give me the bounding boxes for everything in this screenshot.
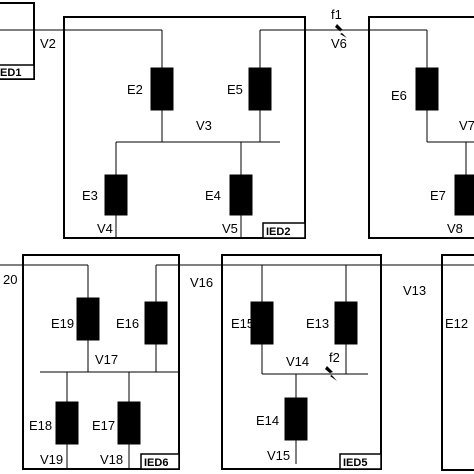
element-e4-block <box>229 174 253 216</box>
ied4-box <box>441 254 474 471</box>
node-v17-label: V17 <box>95 352 118 367</box>
element-e13-block <box>334 301 358 345</box>
ied2-tag-box <box>262 222 306 239</box>
node-v8-label: V8 <box>447 221 463 236</box>
element-e15-block <box>250 301 274 345</box>
node-v14-label: V14 <box>286 354 309 369</box>
node-v3-label: V3 <box>196 118 212 133</box>
element-e5-block <box>248 67 272 111</box>
fault-f2-label: f2 <box>329 350 340 365</box>
fault-f1-icon <box>335 24 347 38</box>
element-e14-label: E14 <box>256 413 279 428</box>
element-e16-label: E16 <box>116 316 139 331</box>
node-v5-label: V5 <box>222 221 238 236</box>
ied6-box <box>22 254 180 470</box>
node-v16-label: V16 <box>190 275 213 290</box>
node-v2-label: V2 <box>40 36 56 51</box>
element-e3-label: E3 <box>82 188 98 203</box>
element-e19-block <box>76 297 100 341</box>
node-v6-label: V6 <box>331 36 347 51</box>
ied5-label: IED5 <box>343 457 367 469</box>
node-v18-label: V18 <box>100 452 123 467</box>
element-e2-label: E2 <box>127 82 143 97</box>
element-e7-label: E7 <box>430 188 446 203</box>
ied5-box <box>221 254 382 470</box>
element-e17-block <box>117 401 141 445</box>
ied3-box <box>368 16 474 239</box>
element-e16-block <box>144 301 168 345</box>
element-e4-label: E4 <box>205 188 221 203</box>
ied1-tag-box <box>0 64 35 80</box>
ied1-label: IED1 <box>0 67 21 79</box>
element-e2-block <box>150 67 174 111</box>
fault-f2-icon <box>325 366 337 381</box>
element-e3-block <box>104 174 128 216</box>
node-v7-label: V7 <box>459 118 474 133</box>
node-v19-label: V19 <box>40 452 63 467</box>
element-e6-block <box>415 67 439 111</box>
element-e15-label: E15 <box>231 316 254 331</box>
ied2-label: IED2 <box>266 226 290 238</box>
node-v13-label: V13 <box>403 283 426 298</box>
element-e5-label: E5 <box>227 82 243 97</box>
node-v15-label: V15 <box>267 448 290 463</box>
node-v4-label: V4 <box>97 221 113 236</box>
element-e19-label: E19 <box>51 316 74 331</box>
ied2-box <box>63 16 306 239</box>
ied6-label: IED6 <box>144 457 168 469</box>
element-e14-block <box>284 397 308 441</box>
ied6-tag-box <box>140 453 180 470</box>
element-e17-label: E17 <box>92 418 115 433</box>
element-e7-block <box>454 174 474 216</box>
node-v20-label: 20 <box>3 272 17 287</box>
element-e13-label: E13 <box>306 316 329 331</box>
ied5-tag-box <box>339 453 382 470</box>
element-e6-label: E6 <box>391 88 407 103</box>
element-e18-label: E18 <box>29 418 52 433</box>
element-e18-block <box>55 401 79 445</box>
fault-f1-label: f1 <box>331 7 342 22</box>
element-e12-label: E12 <box>445 316 468 331</box>
